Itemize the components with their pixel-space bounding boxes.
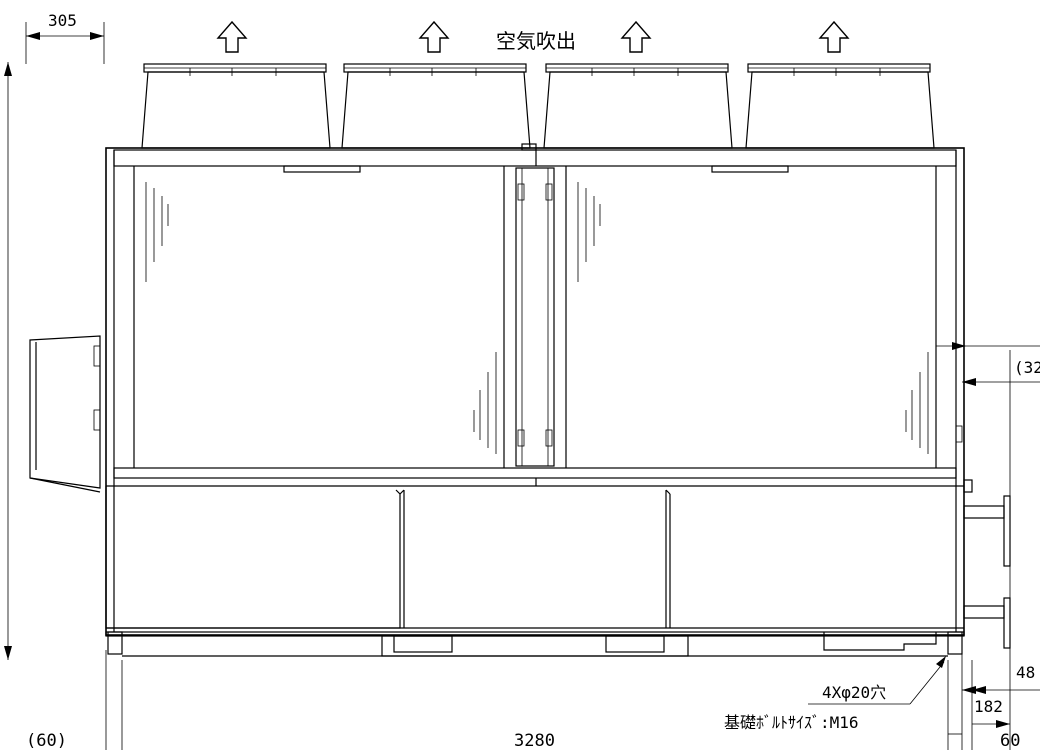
dimension-lines: [4, 22, 1040, 750]
coil-panel-right: [565, 166, 963, 468]
fan-guard: [745, 63, 935, 149]
center-post: [515, 167, 555, 467]
hole-spec-note: 4Xφ20穴: [822, 683, 886, 702]
lower-panels: [105, 486, 964, 629]
fan-guard: [141, 63, 331, 149]
dim-right-partial: (32: [1014, 358, 1040, 377]
dim-top-left-305: 305: [48, 11, 77, 30]
bolt-spec-note: 基礎ﾎﾞﾙﾄｻｲｽﾞ:M16: [724, 713, 859, 732]
dim-bottom-3280: 3280: [514, 731, 555, 750]
control-box: [29, 335, 101, 493]
fan-guard: [341, 63, 531, 149]
coil-panel-left: [133, 166, 505, 468]
outlet-arrow-icon: [419, 21, 449, 53]
air-outlet-label: 空気吹出: [496, 29, 576, 53]
dim-right-182: 182: [974, 697, 1003, 716]
pipe-connections: [963, 495, 1011, 649]
fan-guards: [141, 63, 935, 149]
dim-bottom-right-60: 60: [1000, 731, 1020, 750]
unit-base: [105, 631, 965, 657]
outlet-arrow-icon: [819, 21, 849, 53]
dim-bottom-left-60: (60): [26, 731, 67, 750]
outlet-arrow-icon: [217, 21, 247, 53]
unit-casing: [29, 143, 1011, 657]
dim-right-48: 48: [1016, 663, 1035, 682]
fan-guard: [543, 63, 733, 149]
outlet-arrow-icon: [621, 21, 651, 53]
